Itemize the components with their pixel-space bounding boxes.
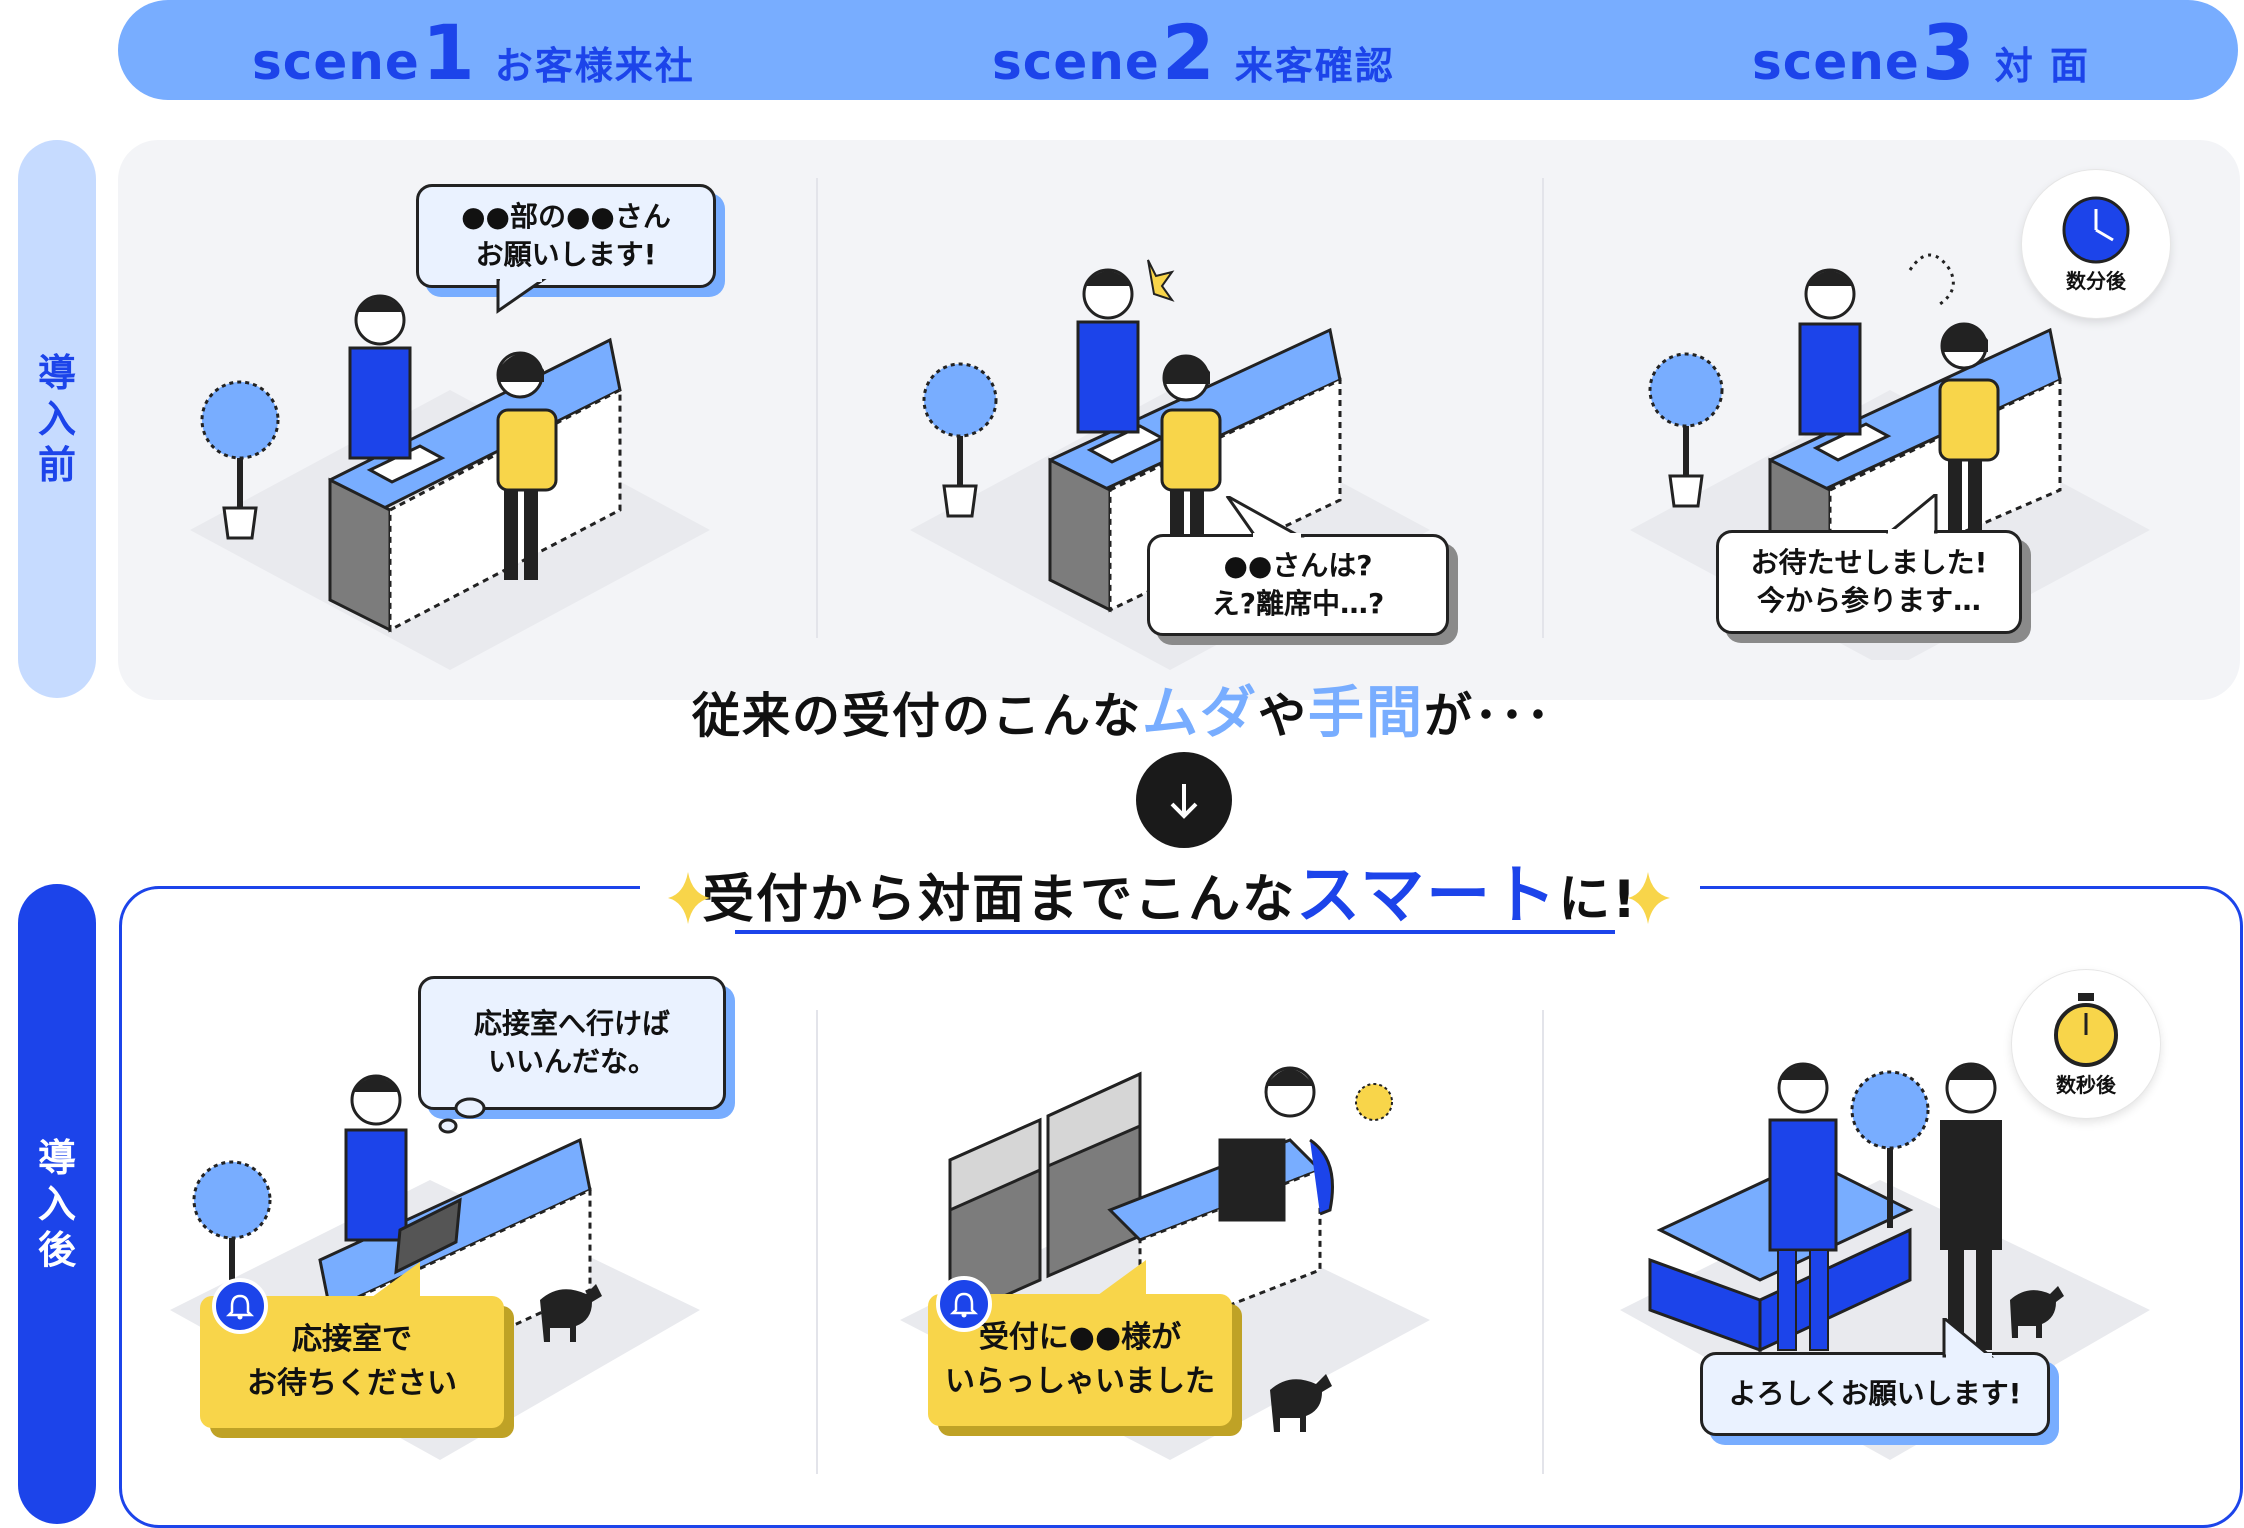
stopwatch-icon: [2054, 992, 2118, 1067]
problem-highlight-1: ムダ: [1141, 681, 1258, 746]
sparkle-icon: [1628, 872, 1670, 924]
after-time-badge-text: 数秒後: [2056, 1072, 2116, 1097]
problem-message-post: が･･･: [1424, 688, 1553, 744]
after-tag-char: 導: [37, 1136, 76, 1180]
problem-message: 従来の受付のこんなムダや手間が･･･: [0, 668, 2244, 749]
before-speech-bubble-1-tail: [496, 279, 547, 314]
before-speech-bubble-3-text: お待たせしました! 今から参ります…: [1750, 546, 1988, 617]
before-scene-1-illustration: [190, 294, 710, 670]
before-speech-bubble-2-tail: [1225, 496, 1305, 538]
scene-2-title: 来客確認: [1234, 44, 1395, 88]
after-notice-1-text: 応接室で お待ちください: [247, 1322, 457, 1401]
solution-underline: [735, 930, 1615, 934]
scene-1-number: 1: [421, 8, 475, 97]
scene-3-heading: scene 3 対 面: [1752, 8, 2090, 97]
scene-1-word: scene: [252, 33, 420, 91]
after-speech-bubble-3: よろしくお願いします!: [1700, 1352, 2050, 1436]
after-divider: [1542, 1010, 1544, 1474]
before-tag-char: 前: [37, 443, 76, 487]
after-speech-bubble-3-text: よろしくお願いします!: [1728, 1377, 2022, 1410]
after-speech-bubble-3-tail: [1942, 1318, 1995, 1358]
scene-2-number: 2: [1161, 8, 1215, 97]
before-speech-bubble-2: ●●さんは? え?離席中…?: [1147, 534, 1449, 636]
before-divider: [1542, 178, 1544, 638]
solution-message-pre: 受付から対面までこんな: [702, 870, 1297, 930]
scene-1-title: お客様来社: [494, 44, 695, 88]
bell-icon: [226, 1294, 254, 1320]
scene-header-bar: [118, 0, 2238, 100]
solution-message: 受付から対面までこんなスマートに!: [640, 856, 1700, 940]
after-tag-char: 入: [37, 1182, 76, 1226]
after-notice-2-tail: [1094, 1260, 1146, 1298]
before-speech-bubble-3: お待たせしました! 今から参ります…: [1716, 530, 2022, 634]
solution-message-box: 受付から対面までこんなスマートに!: [640, 856, 1700, 940]
before-speech-bubble-1: ●●部の●●さん お願いします!: [416, 184, 716, 288]
notification-bell-badge: [936, 1276, 992, 1332]
after-tag-char: 後: [37, 1228, 76, 1272]
before-speech-bubble-3-tail: [1885, 494, 1938, 534]
problem-highlight-2: 手間: [1308, 681, 1424, 746]
solution-highlight: スマート: [1296, 859, 1559, 933]
after-tag: 導 入 後: [18, 884, 96, 1524]
after-notice-2-text: 受付に●●様が いらっしゃいました: [945, 1320, 1215, 1399]
scene-1-heading: scene 1 お客様来社: [252, 8, 695, 97]
bell-icon: [950, 1292, 978, 1318]
before-tag-char: 入: [37, 397, 76, 441]
problem-message-pre: 従来の受付のこんな: [691, 688, 1142, 744]
after-time-badge: 数秒後: [2012, 970, 2160, 1118]
before-time-badge-text: 数分後: [2066, 268, 2126, 293]
scene-3-number: 3: [1921, 8, 1975, 97]
before-speech-bubble-1-text: ●●部の●●さん お願いします!: [461, 200, 671, 271]
before-tag: 導 入 前: [18, 140, 96, 698]
down-arrow-circle: [1136, 752, 1232, 848]
scene-3-title: 対 面: [1994, 44, 2090, 88]
thought-bubble-dots: [438, 1097, 486, 1134]
scene-2-heading: scene 2 来客確認: [992, 8, 1395, 97]
sparkle-icon: [668, 872, 710, 924]
after-scene-3-illustration: [1620, 1062, 2150, 1460]
before-time-badge: 数分後: [2022, 170, 2170, 318]
before-tag-char: 導: [37, 351, 76, 395]
after-divider: [816, 1010, 818, 1474]
before-speech-bubble-2-text: ●●さんは? え?離席中…?: [1211, 549, 1385, 620]
after-notice-1-tail: [368, 1262, 420, 1300]
arrow-down-icon: [1170, 784, 1198, 819]
after-thought-bubble-text: 応接室へ行けば いいんだな。: [473, 1007, 670, 1078]
solution-message-post: に!: [1558, 870, 1638, 930]
notification-bell-badge: [212, 1278, 268, 1334]
after-thought-bubble: 応接室へ行けば いいんだな。: [418, 976, 726, 1110]
scene-3-word: scene: [1752, 33, 1920, 91]
clock-icon: [2062, 196, 2130, 263]
scene-2-word: scene: [992, 33, 1160, 91]
problem-message-mid: や: [1257, 688, 1308, 744]
before-divider: [816, 178, 818, 638]
